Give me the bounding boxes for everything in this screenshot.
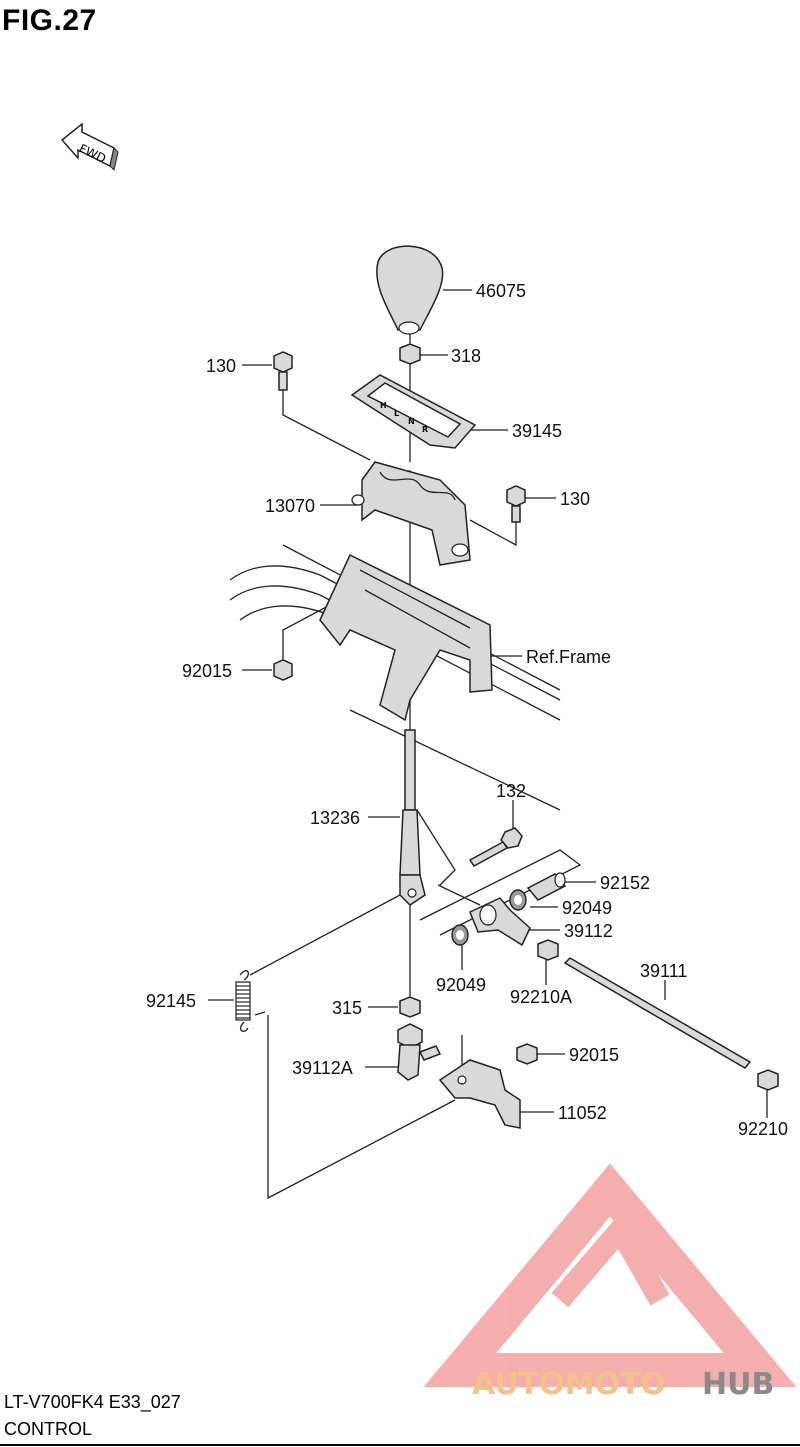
washer-92049-lower <box>451 924 469 946</box>
spring-92145 <box>235 970 251 1032</box>
washer-92049-upper <box>509 889 527 911</box>
gear-mark-h: H <box>380 401 387 410</box>
shift-plate <box>350 374 477 449</box>
label-130-right: 130 <box>560 489 590 509</box>
watermark-logo <box>423 1163 797 1387</box>
label-132: 132 <box>496 781 526 801</box>
bolt-130-left <box>273 351 293 391</box>
label-11052: 11052 <box>558 1103 607 1123</box>
part-labels: 46075 318 130 39145 13070 130 Ref.Frame … <box>146 281 788 1139</box>
joint-39112a <box>397 1023 442 1081</box>
hex-nut-92210a <box>537 939 559 961</box>
label-46075: 46075 <box>476 281 526 301</box>
label-92210: 92210 <box>738 1119 788 1139</box>
label-92152: 92152 <box>600 873 650 893</box>
bracket-11052 <box>438 1059 521 1129</box>
bolt-130-right <box>506 485 526 523</box>
joint-39112 <box>469 897 531 947</box>
gear-marks: H L N R <box>380 401 428 434</box>
frame-bracket <box>319 553 493 722</box>
label-315: 315 <box>332 998 362 1018</box>
label-39112a: 39112A <box>292 1058 353 1078</box>
label-13070: 13070 <box>265 496 315 516</box>
shift-knob <box>376 245 444 335</box>
label-92049-upper: 92049 <box>562 898 612 918</box>
gear-mark-r: R <box>422 425 428 434</box>
label-92049-lower: 92049 <box>436 975 486 995</box>
collar-92152 <box>526 872 567 901</box>
gear-mark-l: L <box>394 409 399 418</box>
label-92015-frame: 92015 <box>182 661 232 681</box>
fwd-arrow-icon: FWD <box>60 122 119 171</box>
label-39112: 39112 <box>564 921 613 941</box>
label-92015-bracket: 92015 <box>569 1045 619 1065</box>
watermark-text: AUTOMOTO HUB <box>472 1367 774 1402</box>
shift-guide <box>351 461 471 566</box>
model-code: LT-V700FK4 E33_027 <box>4 1392 181 1412</box>
label-39111: 39111 <box>640 961 687 981</box>
bolt-132 <box>468 827 523 867</box>
gear-mark-n: N <box>408 417 415 426</box>
figure-title: FIG.27 <box>2 4 97 37</box>
label-13236: 13236 <box>310 808 360 828</box>
section-name: CONTROL <box>4 1419 93 1439</box>
label-318: 318 <box>451 346 481 366</box>
bottom-border <box>0 1444 800 1446</box>
label-92210a: 92210A <box>510 987 572 1007</box>
watermark-text-b: HUB <box>702 1367 774 1402</box>
label-92145: 92145 <box>146 991 196 1011</box>
hex-nut-92015-bracket <box>516 1043 538 1065</box>
shift-rod <box>563 957 752 1069</box>
label-39145: 39145 <box>512 421 562 441</box>
hex-nut-92210 <box>757 1069 779 1091</box>
watermark-text-a: AUTOMOTO <box>472 1367 666 1402</box>
hex-nut-92015-frame <box>273 659 293 681</box>
hex-nut-315 <box>399 996 421 1018</box>
hex-nut-318 <box>399 343 421 365</box>
label-ref-frame: Ref.Frame <box>526 647 611 667</box>
shift-lever <box>399 729 456 906</box>
label-130-left: 130 <box>206 356 236 376</box>
